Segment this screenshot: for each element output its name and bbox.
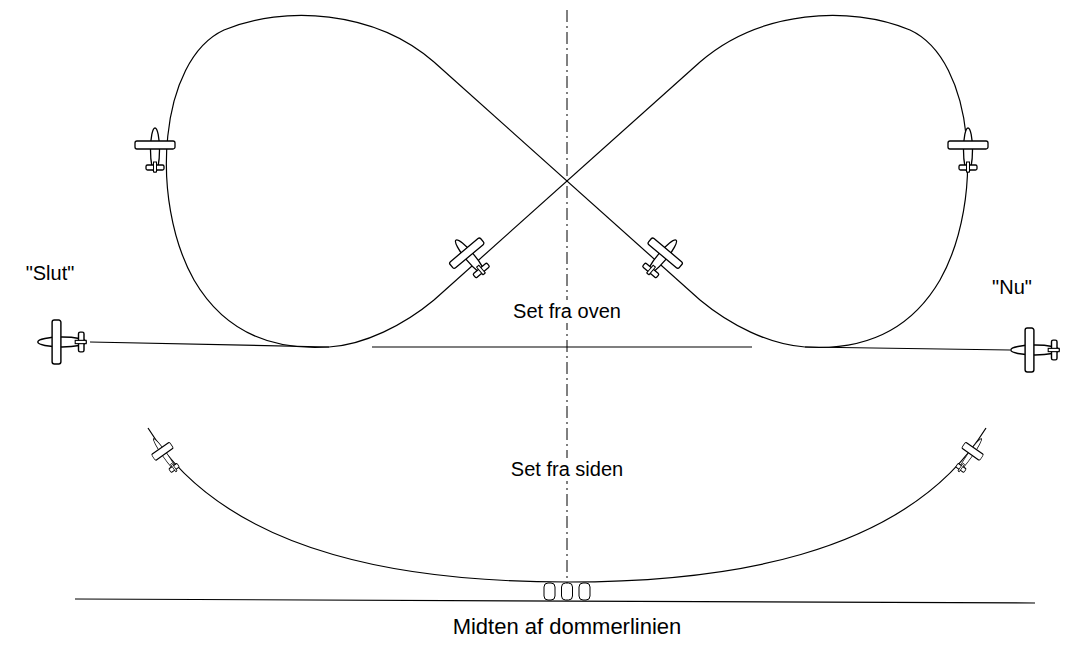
view-label: Set fra oven <box>511 300 623 323</box>
top-view-path <box>90 15 1010 350</box>
end-label: "Slut" <box>24 262 77 285</box>
start-label: "Nu" <box>990 276 1034 299</box>
side-view-path <box>148 428 986 582</box>
judges <box>544 583 590 600</box>
ground-line <box>75 599 1035 603</box>
view-label: Set fra siden <box>509 458 625 481</box>
judge-line-label: Midten af dommerlinien <box>451 614 684 639</box>
